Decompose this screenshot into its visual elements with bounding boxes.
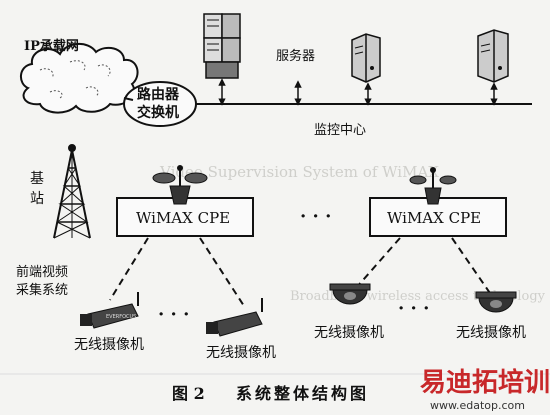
ip-network-label: IP承载网 <box>24 39 79 54</box>
cpe-antenna-icon <box>409 167 457 205</box>
cameras-ellipsis-right: · · · <box>398 298 430 319</box>
server-tower-icon <box>477 29 509 83</box>
base-station-tower-icon <box>53 144 91 239</box>
watermark-brand: 易迪拓培训 <box>420 368 550 398</box>
camera-label: 无线摄像机 <box>314 325 384 341</box>
wireless-dome-camera-icon <box>329 283 371 305</box>
wireless-box-camera-icon: EVERFOCUS <box>80 292 139 329</box>
camera-label: 无线摄像机 <box>456 325 526 341</box>
servers-label: 服务器 <box>276 49 316 64</box>
router-switch-label-line1: 路由器 <box>137 87 179 103</box>
figure-title: 系统整体结构图 <box>236 384 370 403</box>
cameras-ellipsis-left: · · · <box>158 304 190 325</box>
base-station-label-line1: 基 <box>30 171 44 187</box>
front-end-label-line2: 采集系统 <box>16 283 69 298</box>
watermark-url: www.edatop.com <box>430 399 525 412</box>
wireless-box-camera-icon <box>206 298 263 337</box>
server-tower-icon <box>351 33 381 83</box>
cpe-label-right: WiMAX CPE <box>387 209 482 227</box>
base-station-label-line2: 站 <box>30 191 44 207</box>
figure-number: 图 2 <box>172 384 205 403</box>
front-end-label-line1: 前端视频 <box>16 265 69 280</box>
router-switch-label-line2: 交换机 <box>137 105 179 121</box>
cloud-router-link <box>123 97 134 101</box>
cpe-ellipsis: · · · <box>300 206 332 227</box>
server-rack-icon <box>203 13 241 79</box>
monitor-center-label: 监控中心 <box>314 123 367 138</box>
ip-network-cloud <box>20 43 139 114</box>
cpe-label-left: WiMAX CPE <box>136 209 231 227</box>
svg-text:EVERFOCUS: EVERFOCUS <box>106 314 136 320</box>
bleed-through-line-1: Video Supervision System of WiMAX <box>160 163 439 181</box>
wireless-dome-camera-icon <box>475 291 517 313</box>
cpe-antenna-icon <box>152 165 208 205</box>
wireless-links <box>109 237 493 307</box>
camera-label: 无线摄像机 <box>206 345 276 361</box>
camera-label: 无线摄像机 <box>74 337 144 353</box>
